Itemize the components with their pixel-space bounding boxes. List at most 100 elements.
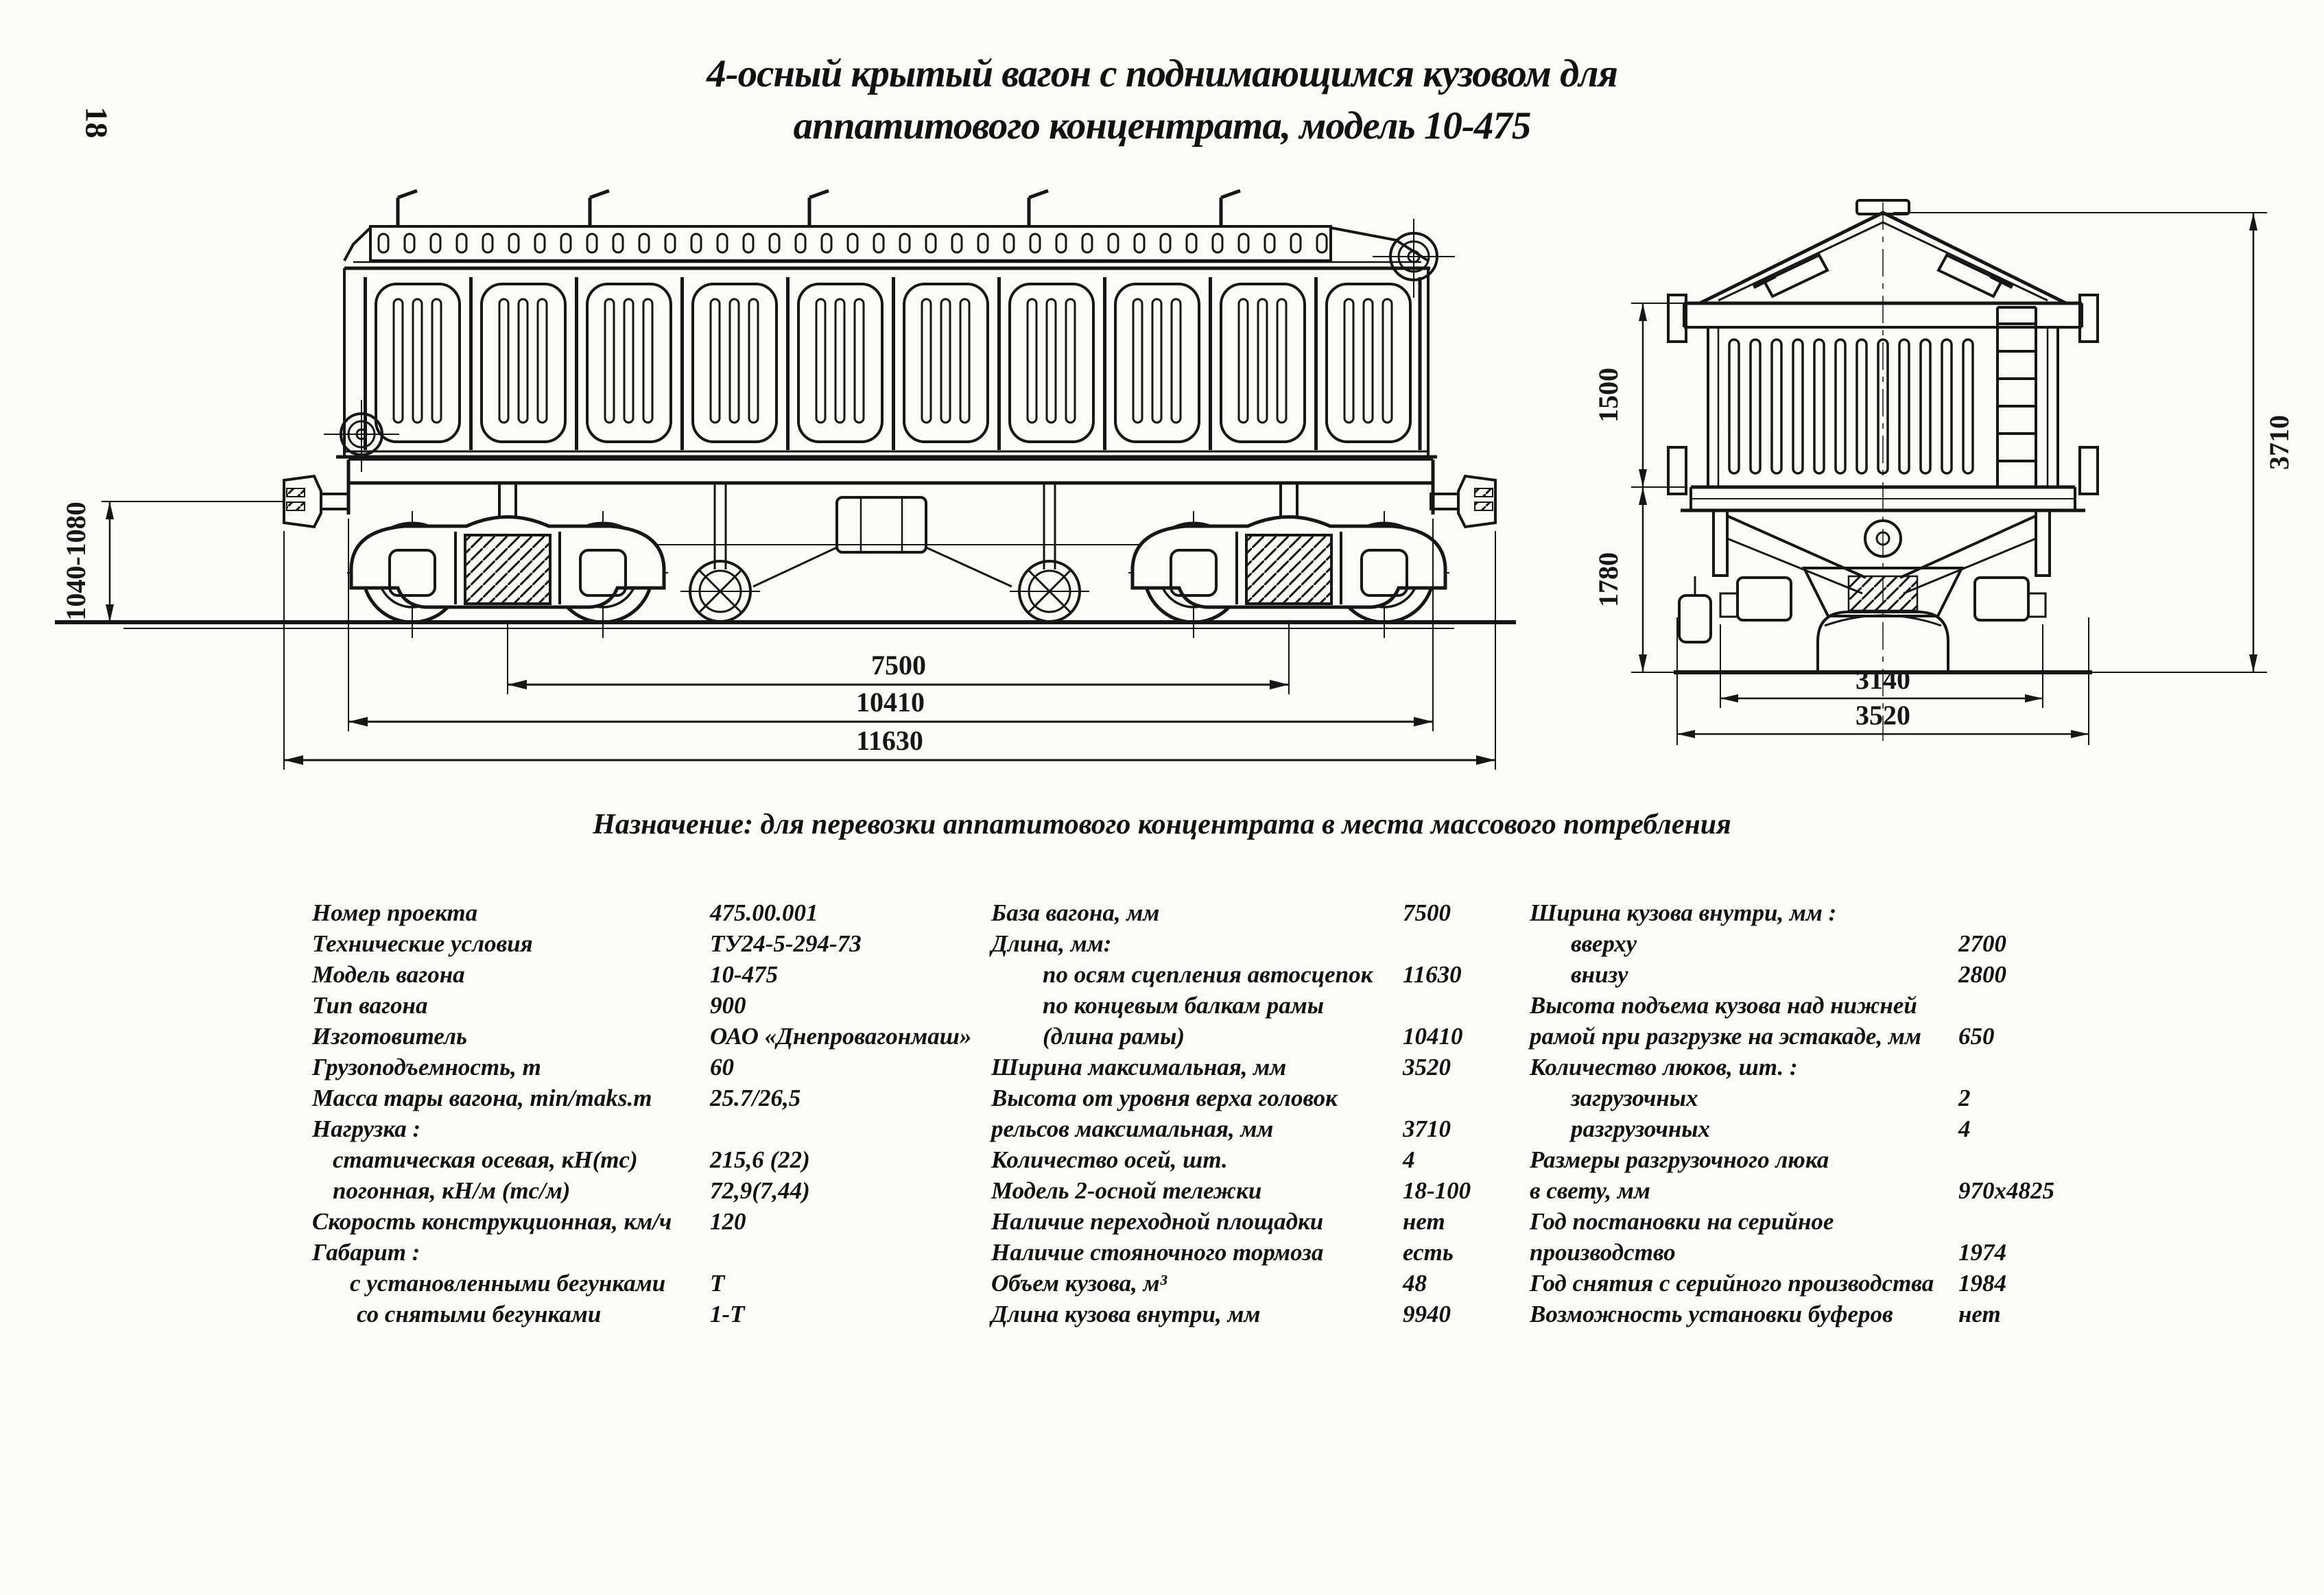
spec-row: Количество осей, шт.4 <box>991 1144 1415 1175</box>
bogie-left <box>347 482 668 638</box>
dim-label-max-width: 3520 <box>1855 700 1910 731</box>
spec-row: вверху 2700 <box>1530 928 2006 959</box>
spec-value: 970x4825 <box>1958 1177 2054 1204</box>
spec-label: Грузоподъемность, т <box>312 1054 541 1080</box>
spec-label: Длина, мм: <box>991 930 1112 957</box>
wagon-body <box>336 268 1437 459</box>
end-running-gear <box>1678 509 2051 672</box>
spec-row: Габарит : <box>312 1237 672 1268</box>
dimension-frame-length: 10410 <box>348 519 1434 731</box>
dimension-coupler-length: 11630 <box>283 531 1496 770</box>
spec-row: Высота от уровня верха головок <box>991 1083 1373 1113</box>
spec-value: 4 <box>1958 1115 1971 1142</box>
spec-label: Высота от уровня верха головок <box>991 1085 1338 1111</box>
spec-row: Длина кузова внутри, мм 9940 <box>991 1299 1451 1330</box>
spec-label: со снятыми бегунками <box>357 1301 602 1327</box>
dimension-max-width: 3520 <box>1676 617 2089 745</box>
spec-row: Модель 2-осной тележки 18-100 <box>991 1175 1471 1206</box>
spec-value: 2700 <box>1958 930 2006 957</box>
spec-label: Наличие переходной площадки <box>991 1208 1324 1235</box>
spec-label: с установленными бегунками <box>350 1270 666 1297</box>
spec-value: 48 <box>1403 1270 1427 1297</box>
spec-label: статическая осевая, кН(тс) <box>333 1146 638 1173</box>
title-line-2: аппатитового концентрата, модель 10-475 <box>793 104 1532 147</box>
dim-label-coupler-length: 11630 <box>856 725 923 756</box>
spec-label: Размеры разгрузочного люка <box>1530 1146 1829 1173</box>
dim-label-frame-height: 1780 <box>1593 552 1624 607</box>
spec-label: База вагона, мм <box>991 899 1160 926</box>
spec-label: Количество осей, шт. <box>991 1146 1228 1173</box>
lift-pulley-right <box>1373 219 1455 298</box>
spec-label: загрузочных <box>1571 1085 1698 1111</box>
spec-label: вверху <box>1571 930 1637 957</box>
spec-value: 18-100 <box>1403 1177 1471 1204</box>
dim-label-total-height: 3710 <box>2264 415 2295 470</box>
spec-label: по осям сцепления автосцепок <box>1043 961 1373 988</box>
spec-label: Высота подъема кузова над нижней <box>1530 992 1917 1019</box>
coupler-right <box>1430 474 1497 529</box>
spec-row: загрузочных 2 <box>1530 1083 1971 1113</box>
spec-label: рельсов максимальная, мм <box>991 1115 1274 1142</box>
spec-label: Модель 2-осной тележки <box>991 1177 1262 1204</box>
spec-row: разгрузочных 4 <box>1530 1113 1971 1144</box>
spec-row: по концевым балкам рамы <box>991 990 1373 1021</box>
dim-label-inner-width: 3140 <box>1855 664 1910 695</box>
spec-label: Длина кузова внутри, мм <box>991 1301 1261 1327</box>
spec-row: в свету, мм 970x4825 <box>1530 1175 2054 1206</box>
spec-label: в свету, мм <box>1530 1177 1650 1204</box>
spec-value: 900 <box>710 992 746 1019</box>
spec-value: 2 <box>1958 1085 1971 1111</box>
dimension-total-height: 3710 <box>1893 212 2295 673</box>
spec-value: ТУ24-5-294-73 <box>710 930 862 957</box>
spec-label: разгрузочных <box>1571 1115 1711 1142</box>
spec-value: есть <box>1403 1239 1454 1266</box>
spec-label: производство <box>1530 1239 1676 1266</box>
spec-value: ОАО «Днепровагонмаш» <box>710 1023 972 1050</box>
spec-label: Год снятия с серийного производства <box>1530 1270 1934 1297</box>
unloading-mechanism <box>679 483 1091 623</box>
spec-value: 11630 <box>1403 961 1462 988</box>
spec-label: Модель вагона <box>312 961 465 988</box>
coupler-left <box>283 474 350 529</box>
side-view-drawing: 1040-1080 7500 10410 11630 <box>41 185 1543 782</box>
spec-row: со снятыми бегунками 1-Т <box>312 1299 745 1330</box>
roof-walkway <box>343 189 1430 270</box>
spec-value: 7500 <box>1403 899 1451 926</box>
spec-label: Габарит : <box>312 1239 420 1266</box>
spec-row: Ширина кузова внутри, мм : <box>1530 897 1934 928</box>
spec-row: Количество люков, шт. : <box>1530 1052 1934 1083</box>
spec-label: (длина рамы) <box>1043 1023 1185 1050</box>
dim-label-bogie-base: 7500 <box>871 650 926 681</box>
dimension-frame-height: 1780 <box>1593 487 1674 673</box>
end-frame <box>1681 485 2085 512</box>
spec-row: Длина, мм: <box>991 928 1373 959</box>
spec-row: статическая осевая, кН(тс)215,6 (22) <box>312 1144 810 1175</box>
spec-label: внизу <box>1571 961 1628 988</box>
spec-label: Ширина максимальная, мм <box>991 1054 1287 1080</box>
spec-label: Изготовитель <box>312 1023 468 1050</box>
spec-label: Номер проекта <box>312 899 478 926</box>
spec-value: 10410 <box>1403 1023 1463 1050</box>
spec-row: Объем кузова, м³ 48 <box>991 1268 1427 1299</box>
spec-label: по концевым балкам рамы <box>1043 992 1324 1019</box>
end-view-drawing: 1500 1780 3710 3140 <box>1578 192 2324 810</box>
spec-value: 9940 <box>1403 1301 1451 1327</box>
spec-label: Скорость конструкционная, км/ч <box>312 1208 672 1235</box>
spec-row: Размеры разгрузочного люка <box>1530 1144 1934 1175</box>
spec-value: 1-Т <box>710 1301 745 1327</box>
spec-label: Объем кузова, м³ <box>991 1270 1167 1297</box>
dimension-body-height: 1500 <box>1593 303 1698 488</box>
